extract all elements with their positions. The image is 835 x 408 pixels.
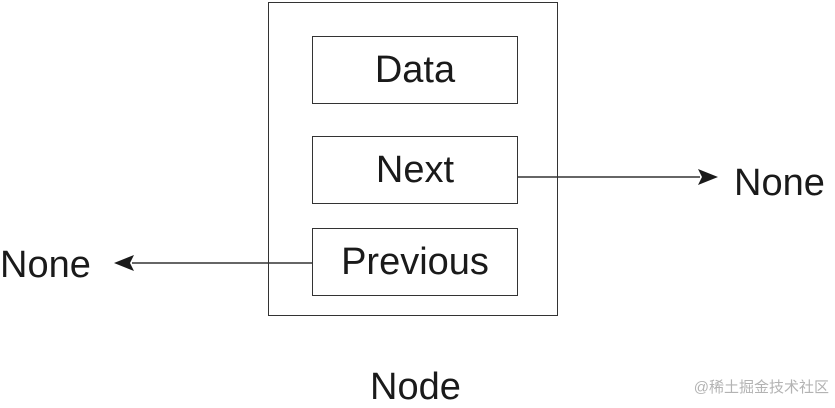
data-field: Data [312,36,518,104]
previous-field-label: Previous [341,241,489,283]
next-field: Next [312,136,518,204]
next-field-label: Next [375,149,455,191]
watermark: @稀土掘金技术社区 [693,379,829,396]
next-target-label: None [734,162,825,204]
node-outer-box [268,2,558,316]
previous-arrowhead-icon [114,255,134,271]
previous-field: Previous [312,228,518,296]
node-caption: Node [370,366,461,408]
next-arrowhead-icon [698,169,718,185]
previous-target-label: None [0,244,91,286]
data-field-label: Data [374,49,456,91]
